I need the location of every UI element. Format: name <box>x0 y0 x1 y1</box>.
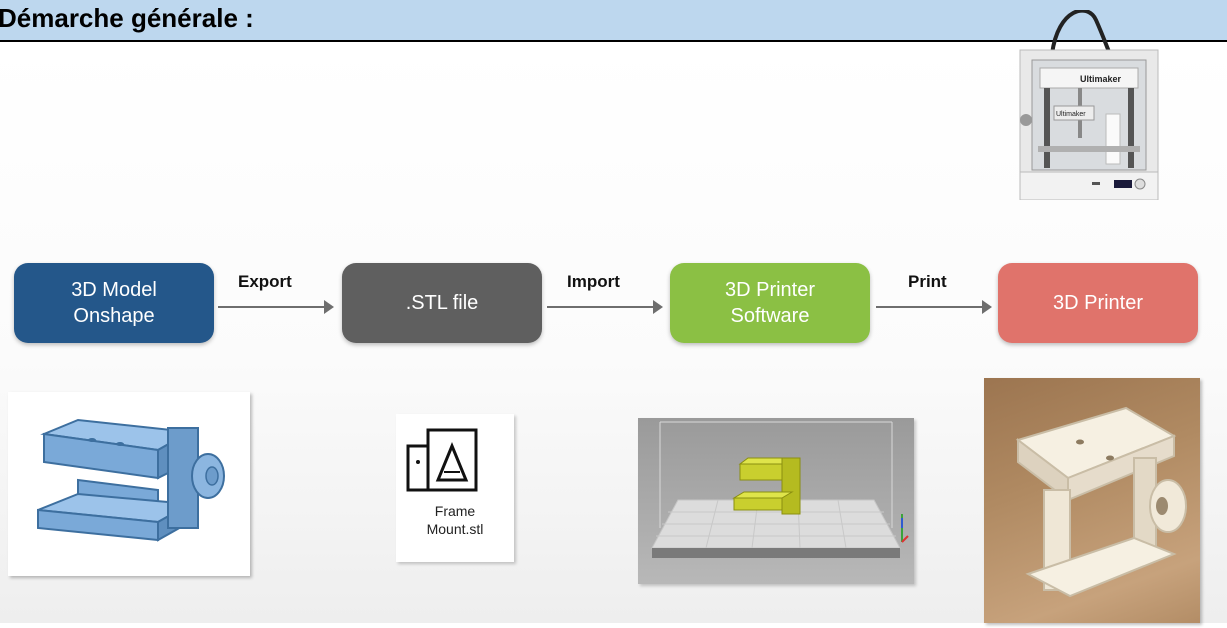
step-3d-model-line2: Onshape <box>73 305 155 327</box>
arrow-label-export: Export <box>238 272 292 291</box>
printer-illustration: Ultimaker Ultimaker <box>1019 8 1159 201</box>
stl-file-icon <box>406 428 478 492</box>
step-printer-software-line1: 3D Printer <box>724 279 816 301</box>
diagram-area: Ultimaker Ultimaker 3D Model Onshape Exp… <box>0 8 1227 623</box>
arrow-print <box>876 300 992 314</box>
printed-part-photo <box>984 378 1200 623</box>
slicer-software-screenshot <box>638 418 914 584</box>
step-printer-software: 3D Printer Software <box>670 263 870 343</box>
stl-file-icon-card: Frame Mount.stl <box>396 414 514 562</box>
slicer-build-plate <box>651 421 909 558</box>
bracket-model-illustration <box>37 418 225 542</box>
header-bar: Démarche générale : <box>0 0 1227 42</box>
stl-file-caption-line1: Frame <box>434 503 476 519</box>
step-stl-file-label: .STL file <box>405 292 479 314</box>
stl-file-caption-line2: Mount.stl <box>426 521 484 537</box>
arrow-import <box>547 300 663 314</box>
page-title: Démarche générale : <box>0 3 254 33</box>
step-3d-printer-label: 3D Printer <box>1052 292 1144 314</box>
ultimaker-printer-photo: Ultimaker Ultimaker <box>1018 8 1160 201</box>
arrow-export <box>218 300 334 314</box>
step-3d-model-line1: 3D Model <box>71 279 157 301</box>
step-3d-printer: 3D Printer <box>998 263 1198 343</box>
step-stl-file: .STL file <box>342 263 542 343</box>
stl-file-caption: Frame Mount.stl <box>396 502 514 538</box>
cad-model-image <box>8 392 250 576</box>
arrow-label-print: Print <box>908 272 947 291</box>
step-printer-software-line2: Software <box>730 305 810 327</box>
printed-bracket-illustration <box>1015 406 1187 598</box>
step-3d-model: 3D Model Onshape <box>14 263 214 343</box>
arrow-label-import: Import <box>567 272 620 291</box>
printer-brand-label: Ultimaker <box>1080 74 1122 84</box>
printer-head-label: Ultimaker <box>1056 111 1086 118</box>
